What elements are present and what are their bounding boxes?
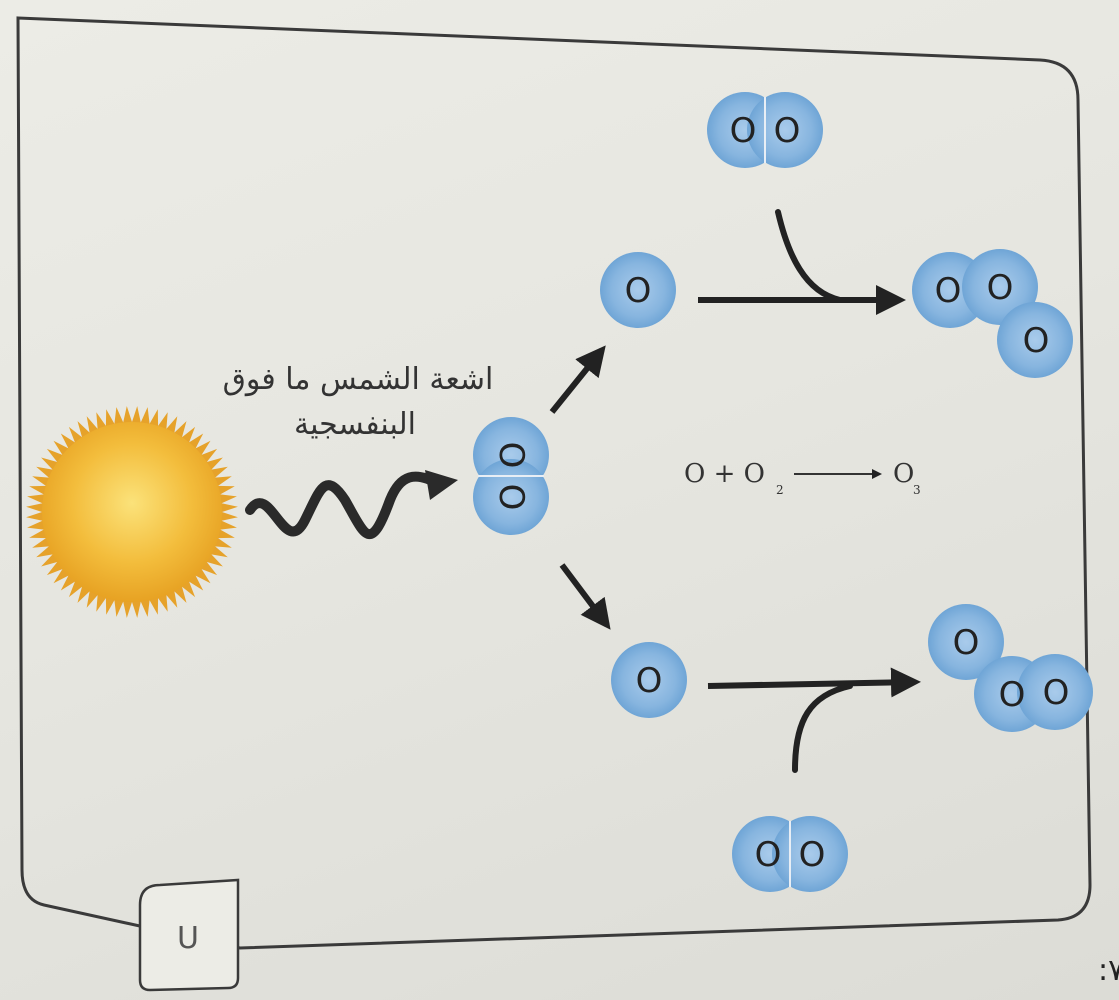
oxygen-atom-upper: O: [600, 252, 676, 328]
equation-product-subscript: 3: [913, 483, 921, 497]
sun-icon: [26, 406, 238, 618]
split-arrow-up: [549, 345, 606, 414]
atom-symbol: O: [774, 111, 801, 151]
atom-symbol: O: [755, 835, 782, 875]
equation-product: O: [893, 459, 914, 489]
o3-molecule-lower: O O O: [928, 604, 1093, 732]
o2-molecule-bottom: O O: [732, 816, 848, 892]
reaction-equation: O + O 2 O 3: [684, 459, 921, 497]
atom-symbol: O: [491, 442, 531, 469]
merge-curve-upper: [775, 209, 843, 303]
uv-wave-arrowhead: [425, 470, 458, 500]
atom-symbol: O: [1043, 673, 1070, 713]
atom-symbol: O: [625, 271, 652, 311]
uv-label-line1: اشعة الشمس ما فوق: [223, 362, 494, 397]
footer-caption: من خلال المستند رقم ٧:: [1098, 953, 1119, 988]
diagram-frame: [16, 16, 1092, 950]
atom-symbol: O: [953, 623, 980, 663]
equation-reactants: O + O: [684, 459, 765, 489]
uv-wave: [245, 471, 445, 540]
oxygen-atom-lower: O: [611, 642, 687, 718]
tab-label: U: [177, 921, 199, 956]
o3-molecule-upper: O O O: [912, 249, 1073, 378]
atom-symbol: O: [491, 484, 531, 511]
merge-curve-lower: [792, 683, 853, 773]
atom-symbol: O: [799, 835, 826, 875]
atom-symbol: O: [730, 111, 757, 151]
uv-label-line2: البنفسجية: [294, 407, 416, 442]
reaction-arrow-lower: [707, 667, 921, 698]
atom-symbol: O: [935, 271, 962, 311]
split-arrow-down: [559, 563, 611, 630]
document-tab: U: [138, 878, 240, 992]
atom-symbol: O: [1023, 321, 1050, 361]
o2-molecule-center: O O: [473, 417, 549, 535]
atom-symbol: O: [999, 675, 1026, 715]
atom-symbol: O: [987, 268, 1014, 308]
o2-molecule-top: O O: [707, 92, 823, 168]
equation-reactant-subscript: 2: [776, 483, 784, 497]
atom-symbol: O: [636, 661, 663, 701]
